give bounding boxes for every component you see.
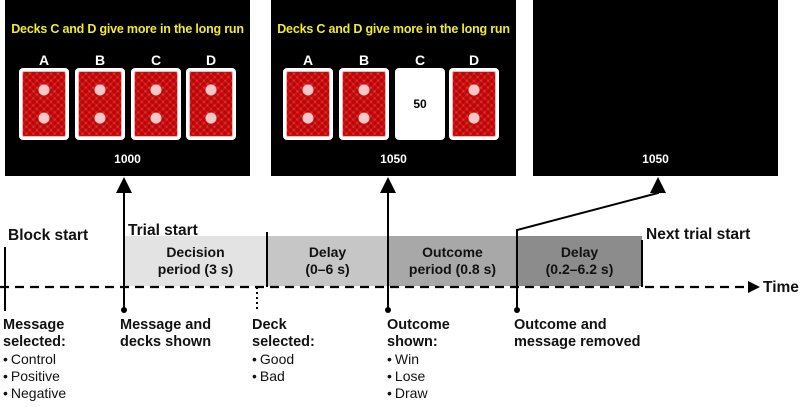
marker-title-line: Outcome: [387, 317, 450, 333]
screen-hint: Decks C and D give more in the long run: [277, 22, 510, 36]
marker-outcome-shown: Outcome shown:: [387, 317, 450, 351]
screen-3: 1050: [533, 0, 778, 176]
segment-line1: Delay: [308, 244, 347, 260]
deck-label-c: C: [414, 52, 426, 68]
block-start-label: Block start: [8, 227, 89, 244]
deck-card-d[interactable]: [449, 68, 499, 140]
list-item: Win: [387, 351, 428, 368]
deck-quality-list: Good Bad: [252, 351, 294, 385]
deck-card-b[interactable]: [339, 68, 389, 140]
segment-line2: period (0.8 s): [408, 261, 497, 277]
list-item: Positive: [3, 368, 66, 385]
marker-message-selected: Message selected:: [3, 317, 66, 351]
list-item: Good: [252, 351, 294, 368]
list-item: Control: [3, 351, 66, 368]
marker-outcome-removed: Outcome and message removed: [514, 317, 641, 351]
marker-deck-selected: Deck selected:: [252, 317, 315, 351]
screen-1: Decks C and D give more in the long run …: [5, 0, 250, 176]
segment-line1: Outcome: [422, 244, 483, 260]
marker-message-and-decks: Message and decks shown: [120, 317, 211, 351]
outcome-list: Win Lose Draw: [387, 351, 428, 402]
next-trial-start-label: Next trial start: [646, 226, 751, 243]
segment-line2: (0.2–6.2 s): [545, 261, 614, 277]
screen-2: Decks C and D give more in the long run …: [271, 0, 516, 176]
revealed-card-c: 50: [395, 68, 445, 140]
deck-label-d: D: [468, 52, 480, 68]
score-readout: 1050: [642, 152, 669, 166]
segment-line2: (0–6 s): [305, 261, 350, 277]
deck-card-d[interactable]: [186, 68, 236, 140]
score-readout: 1050: [380, 152, 407, 166]
deck-label-b: B: [94, 52, 106, 68]
message-options-list: Control Positive Negative: [3, 351, 66, 402]
marker-title-line: message removed: [514, 334, 641, 350]
time-axis-label: Time: [763, 279, 799, 296]
deck-label-b: B: [358, 52, 370, 68]
trial-start-dot: [121, 307, 127, 313]
outcome-removed-dot: [514, 307, 520, 313]
marker-title-line: selected:: [252, 334, 315, 350]
list-item: Bad: [252, 368, 294, 385]
marker-title-line: Deck: [252, 317, 287, 333]
marker-title-line: selected:: [3, 334, 66, 350]
list-item: Draw: [387, 385, 428, 402]
marker-title-line: Message and: [120, 317, 212, 333]
outcome-removed-arrow: [516, 177, 666, 308]
segment-line1: Delay: [560, 244, 599, 260]
segment-delay-1: Delay (0–6 s): [267, 236, 388, 286]
marker-title-line: decks shown: [120, 334, 212, 350]
list-item: Negative: [3, 385, 66, 402]
marker-title-line: shown:: [387, 334, 438, 350]
list-item: Lose: [387, 368, 428, 385]
segment-delay-2: Delay (0.2–6.2 s): [517, 236, 642, 286]
deck-label-c: C: [150, 52, 162, 68]
marker-title-line: Outcome and: [514, 317, 607, 333]
deck-card-c[interactable]: [131, 68, 181, 140]
trial-start-label: Trial start: [128, 222, 198, 239]
screen-hint: Decks C and D give more in the long run: [11, 22, 244, 36]
segment-decision-period: Decision period (3 s): [124, 236, 267, 286]
deck-card-b[interactable]: [75, 68, 125, 140]
segment-line1: Decision: [166, 244, 225, 260]
segment-outcome-period: Outcome period (0.8 s): [388, 236, 517, 286]
deck-label-a: A: [302, 52, 314, 68]
deck-label-d: D: [205, 52, 217, 68]
deck-card-a[interactable]: [283, 68, 333, 140]
segment-line2: period (3 s): [157, 261, 234, 277]
deck-label-a: A: [38, 52, 50, 68]
score-readout: 1000: [114, 152, 141, 166]
deck-card-a[interactable]: [19, 68, 69, 140]
marker-title-line: Message: [3, 317, 65, 333]
time-axis-arrowhead: [748, 281, 760, 293]
outcome-shown-dot: [385, 307, 391, 313]
